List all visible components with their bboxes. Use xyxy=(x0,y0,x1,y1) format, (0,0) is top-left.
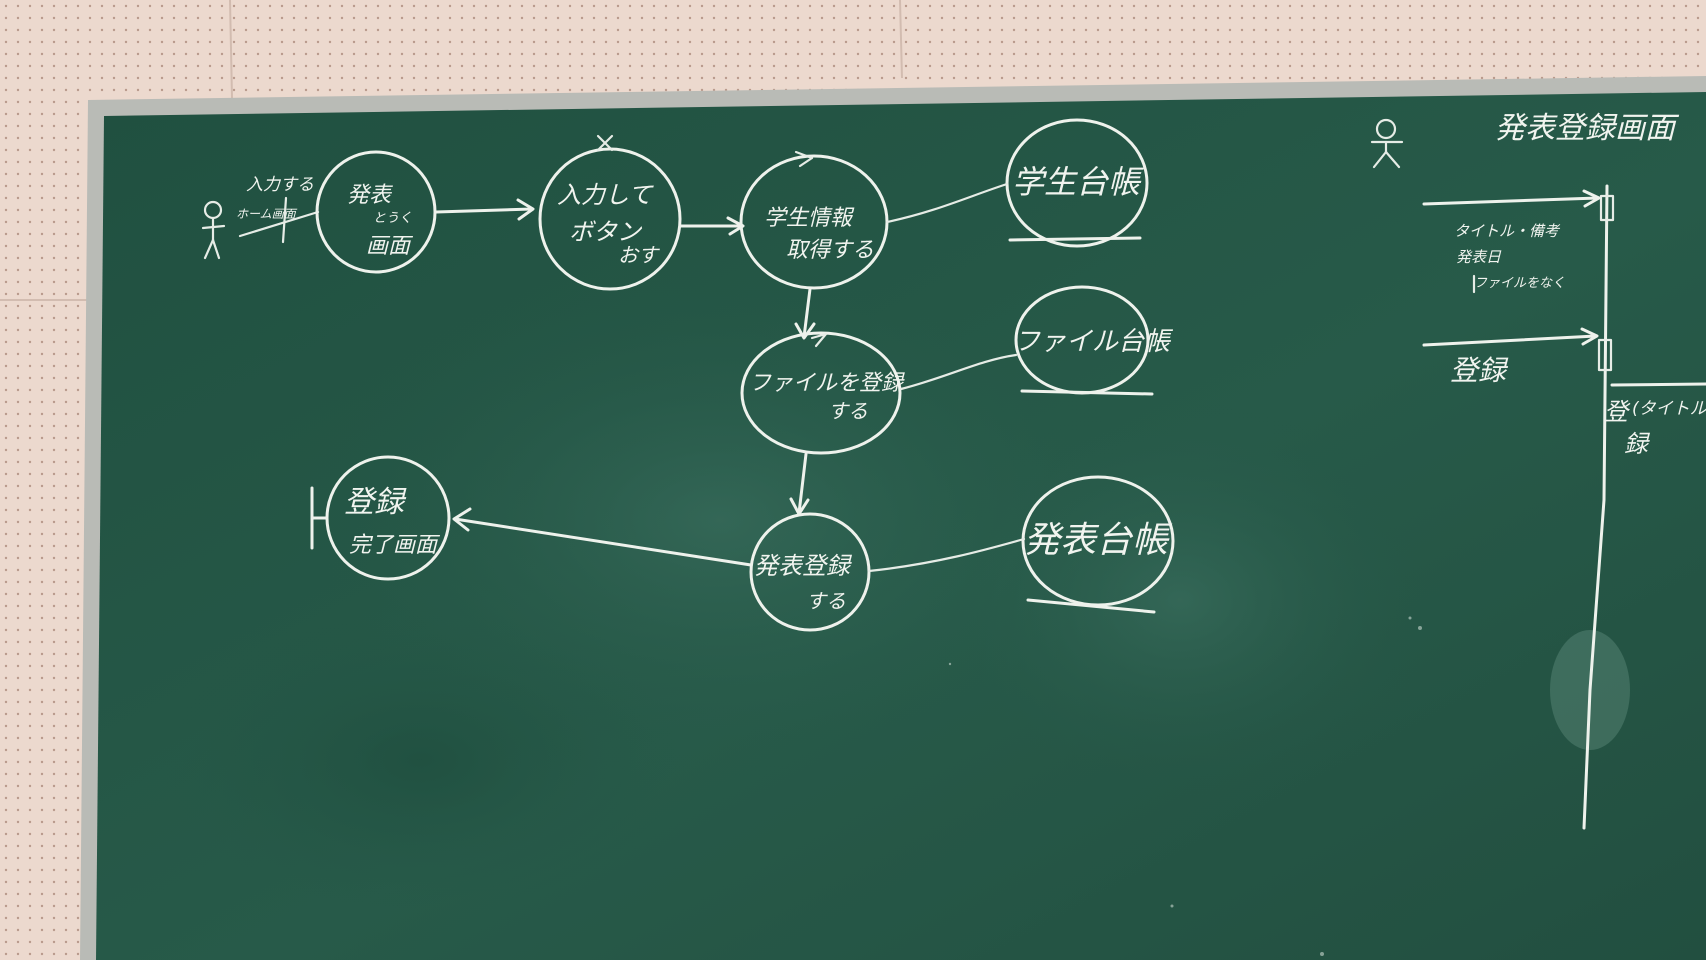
svg-text:取得する: 取得する xyxy=(786,238,874,263)
svg-text:発表: 発表 xyxy=(347,183,393,208)
actor-note-bottom: ホーム画面 xyxy=(236,207,298,221)
node-presentation-screen: 発表 とうく 画面 xyxy=(315,150,437,274)
svg-text:おす: おす xyxy=(618,243,660,267)
chalk-dust xyxy=(948,616,1422,956)
arrow-register-to-complete xyxy=(453,517,753,567)
message-2-label: 登録 xyxy=(1450,354,1509,387)
message-1-line-1: タイトル・備考 xyxy=(1454,222,1561,240)
note-line-2: 録 xyxy=(1624,430,1651,458)
svg-text:する: する xyxy=(828,399,868,423)
svg-text:する: する xyxy=(806,589,846,613)
node-register-complete: 登録 完了画面 xyxy=(310,455,451,581)
arrow-file-to-register xyxy=(797,452,808,515)
sequence-actor-icon xyxy=(1370,118,1404,169)
flow-arrows xyxy=(434,198,816,567)
note-paren: (タイトル xyxy=(1632,399,1706,419)
svg-text:ファイルを登録: ファイルを登録 xyxy=(749,371,905,396)
svg-text:学生台帳: 学生台帳 xyxy=(1012,163,1144,201)
svg-text:登録: 登録 xyxy=(344,485,407,520)
svg-text:ファイル台帳: ファイル台帳 xyxy=(1014,327,1174,357)
node-input-push-button: 入力して ボタン おす xyxy=(538,134,682,291)
eraser-smudge xyxy=(160,610,680,910)
svg-text:学生情報: 学生情報 xyxy=(764,206,855,231)
store-file-ledger: ファイル台帳 xyxy=(1014,285,1174,396)
note-line-1: 登 xyxy=(1604,398,1631,426)
svg-text:入力して: 入力して xyxy=(557,181,654,209)
svg-text:発表台帳: 発表台帳 xyxy=(1024,520,1173,561)
store-student-ledger: 学生台帳 xyxy=(1005,118,1149,248)
message-arrow-2 xyxy=(1422,334,1598,347)
message-arrow-3 xyxy=(1610,382,1706,387)
eraser-smudge xyxy=(920,400,1440,800)
arrow-student-to-file xyxy=(802,287,812,339)
svg-text:とうく: とうく xyxy=(373,211,412,226)
actor-note-top: 入力する xyxy=(246,175,314,195)
store-presentation-ledger: 発表台帳 xyxy=(1021,475,1175,614)
actor-boundary-tick xyxy=(281,196,288,244)
svg-text:ボタン: ボタン xyxy=(569,218,643,246)
message-1-line-3: ファイルをなく xyxy=(1474,276,1565,291)
sequence-messages xyxy=(1422,189,1706,387)
actor-stick-figure xyxy=(201,200,226,260)
sequence-lifeline xyxy=(1582,184,1615,830)
store-links xyxy=(867,182,1026,573)
svg-text:画面: 画面 xyxy=(366,234,414,259)
wall-seam xyxy=(229,0,233,99)
arrow-screen-to-input xyxy=(434,207,534,214)
message-arrow-1 xyxy=(1422,196,1600,206)
sequence-title: 発表登録画面 xyxy=(1495,111,1680,146)
node-get-student-info: 学生情報 取得する xyxy=(739,150,889,290)
node-register-file: ファイルを登録 する xyxy=(740,331,905,455)
message-1-line-2: 発表日 xyxy=(1456,248,1502,266)
svg-text:完了画面: 完了画面 xyxy=(349,533,441,558)
svg-text:発表登録: 発表登録 xyxy=(754,552,853,580)
wall-seam xyxy=(899,0,903,79)
actor-flow-line xyxy=(238,210,320,238)
